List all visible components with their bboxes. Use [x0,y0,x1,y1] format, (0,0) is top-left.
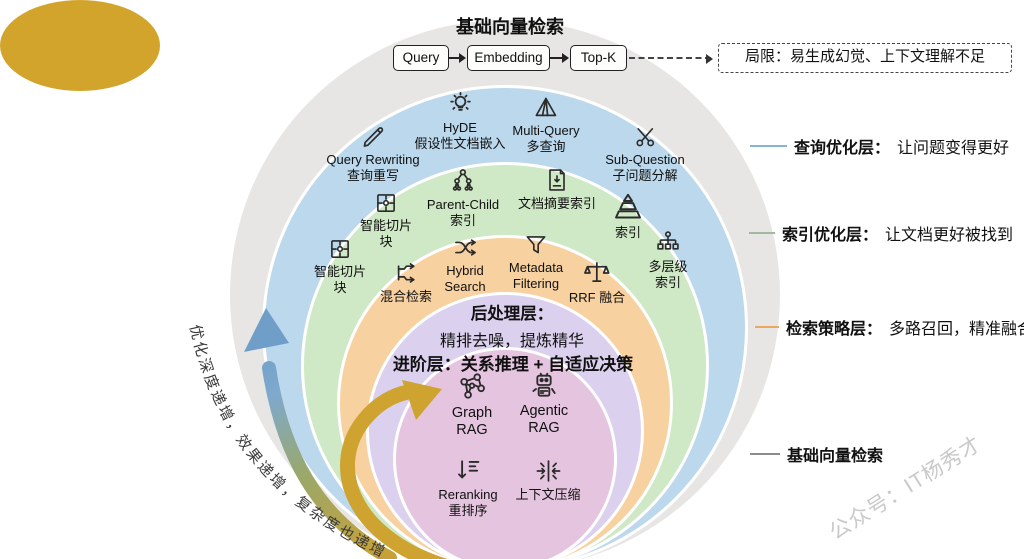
pyramid-icon [535,97,557,117]
tree-icon [452,169,474,191]
item-doc-summary-index: 文档摘要索引 [518,166,596,212]
annotation-index-layer: 索引优化层： 让文档更好被找到 [749,221,1013,245]
item-reranking: Reranking 重排序 [438,455,498,518]
annotation-retrieval-layer: 检索策略层： 多路召回，精准融合 [755,315,1024,339]
item-label-en: Graph RAG [451,405,493,439]
item-context-compression: 上下文压缩 [515,457,581,503]
item-label-en: Parent-Child [426,197,500,212]
item-hybrid-retrieval: 混合检索 [380,260,432,305]
item-label-en: Hybrid Search [444,263,486,294]
post-processing-subtitle: 精排去噪，提炼精华 [439,333,585,350]
item-label-zh: 索引 [614,225,641,240]
item-label-zh: 多层级索引 [648,259,688,290]
advanced-layer-title: 进阶层：关系推理 + 自适应决策 [392,355,634,374]
funnel-icon [526,236,546,254]
flow-arrow-1 [449,53,466,63]
compress-icon [536,460,560,482]
item-label-en: Metadata Filtering [508,260,564,291]
document-summary-icon [549,169,565,191]
annotation-desc: 让问题变得更好 [897,140,1010,157]
item-label-zh: 子问题分解 [612,167,678,183]
annotation-label: 基础向量检索 [787,448,884,465]
item-label-en: Sub-Question [605,152,685,167]
item-label-zh: 上下文压缩 [515,487,581,502]
item-label-zh: 重排序 [448,502,488,518]
flow-arrow-2 [550,53,569,63]
shuffle-icon [454,239,476,256]
item-multi-query: Multi-Query 多查询 [512,94,580,154]
item-label-zh: 文档摘要索引 [517,196,597,211]
item-multilevel-index: 多层级索引 [645,229,691,290]
annotation-desc: 多路召回，精准融合 [889,321,1024,338]
annotation-connector [749,232,775,234]
lightbulb-icon [449,92,471,111]
item-label-en: Agentic RAG [519,403,569,437]
scale-icon [584,262,610,282]
item-sub-question: Sub-Question 子问题分解 [605,124,685,183]
graph-network-icon [460,373,485,399]
scissors-icon [636,128,654,147]
annotation-connector [750,453,780,455]
item-label-en: Reranking [438,487,498,502]
puzzle-icon [331,240,349,258]
item-label-zh: RRF 融合 [568,290,626,305]
puzzle-icon [377,194,395,212]
ring-advanced-layer [393,347,617,559]
limitation-callout: 局限：易生成幻觉、上下文理解不足 [718,43,1012,73]
post-processing-caption: 后处理层： 精排去噪，提炼精华 [440,300,584,351]
annotation-query-layer: 查询优化层： 让问题变得更好 [750,134,1009,158]
annotation-label: 查询优化层： [794,140,891,157]
item-label-zh: 查询重写 [346,167,400,183]
flow-box-embedding: Embedding [467,45,550,71]
robot-icon [532,372,556,397]
hierarchy-icon [657,231,679,250]
item-label-zh: 假设性文档嵌入 [414,135,506,151]
item-label-zh: 索引 [449,212,477,228]
page-title: 基础向量检索 [456,17,564,37]
item-label-zh: 多查询 [526,138,566,154]
flow-box-topk: Top-K [570,45,627,71]
flow-arrow-dashed [629,54,713,64]
item-metadata-filtering: Metadata Filtering [502,232,570,291]
item-agentic-rag: Agentic RAG [514,369,574,438]
annotation-base-layer: 基础向量检索 [750,442,883,466]
annotation-connector [750,145,787,147]
item-query-rewriting: Query Rewriting 查询重写 [326,123,420,183]
item-index-pyramid: 索引 [612,190,645,241]
layered-pyramid-icon [615,193,641,219]
item-label-en: Query Rewriting [326,152,420,167]
pencil-icon [363,127,384,147]
item-label-en: HyDE [443,120,477,135]
item-label-zh: 混合检索 [379,289,433,304]
item-rrf-fusion: RRF 融合 [569,258,625,306]
annotation-connector [755,326,779,328]
item-smart-chunking-2: 智能切片块 [311,236,369,295]
item-label-zh: 智能切片块 [359,218,412,249]
item-parent-child-index: Parent-Child 索引 [427,167,499,228]
item-hybrid-search: Hybrid Search [437,234,493,294]
item-label-en: Multi-Query [512,123,580,138]
item-label-zh: 智能切片块 [313,264,366,295]
flow-box-query: Query [393,45,449,71]
rerank-icon [457,460,479,479]
branch-arrows-icon [397,263,415,283]
annotation-label: 检索策略层： [786,321,883,338]
annotation-label: 索引优化层： [782,227,879,244]
core-gold-ellipse [0,0,160,91]
item-graph-rag: Graph RAG [442,371,502,440]
item-hyde: HyDE 假设性文档嵌入 [414,90,506,151]
annotation-desc: 让文档更好被找到 [885,227,1014,244]
item-smart-chunking-1: 智能切片块 [357,190,415,249]
post-processing-title: 后处理层： [470,305,554,323]
